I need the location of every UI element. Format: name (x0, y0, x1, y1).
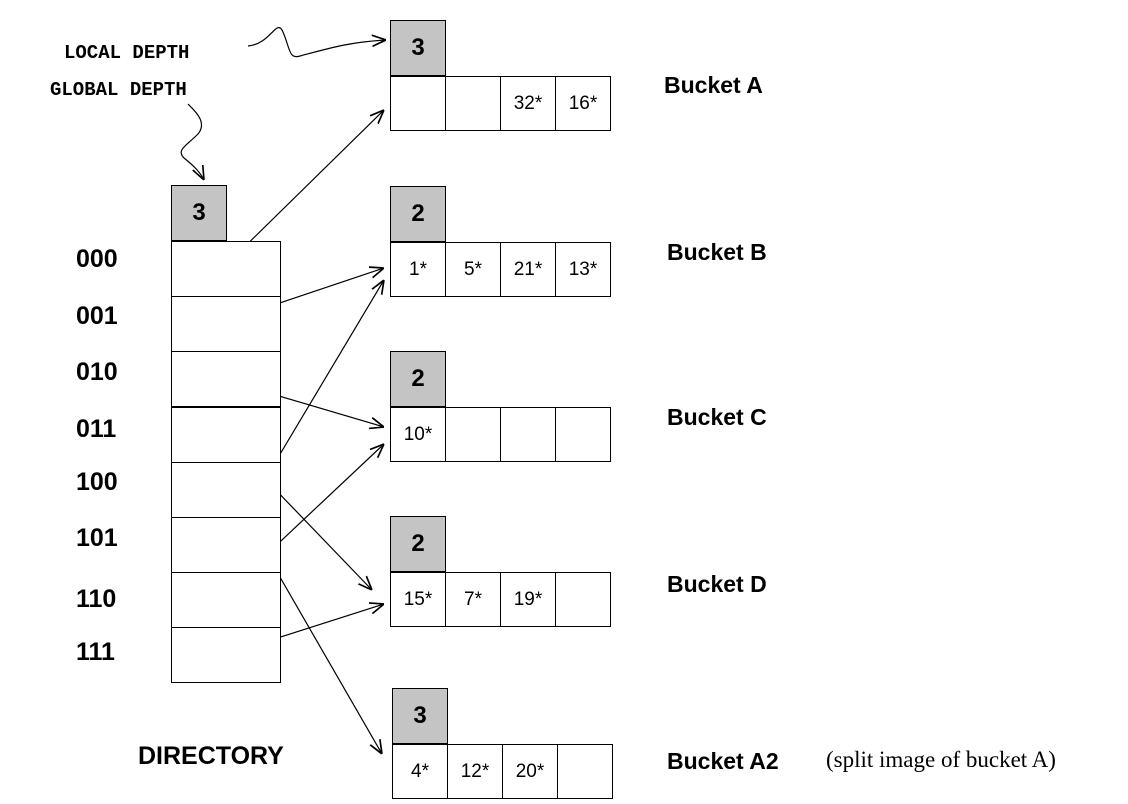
bucket-name: Bucket D (667, 571, 767, 597)
local-depth-value: 3 (392, 688, 448, 744)
directory-key: 011 (76, 415, 117, 443)
bucket-slot: 32* (500, 76, 556, 131)
directory-key: 001 (76, 302, 118, 330)
local-depth-value: 2 (390, 351, 446, 407)
bucket-slot: 19* (500, 572, 556, 627)
local-depth-value: 2 (390, 186, 446, 242)
directory-slot (171, 241, 281, 297)
bucket-slot: 12* (447, 744, 503, 799)
directory-label: DIRECTORY (138, 742, 284, 770)
pointer-arrow-000 (225, 110, 384, 266)
bucket-slot (555, 572, 611, 627)
directory-slot (171, 296, 281, 352)
bucket-name: Bucket A2 (667, 748, 779, 774)
local-depth-label: LOCAL DEPTH (64, 42, 190, 64)
directory-slot (171, 462, 281, 518)
directory-slot (171, 572, 281, 628)
directory-key: 100 (76, 468, 118, 496)
directory-key: 101 (76, 524, 118, 552)
local-depth-value: 2 (390, 516, 446, 572)
global-depth-label: GLOBAL DEPTH (50, 79, 187, 101)
bucket-slot: 21* (500, 242, 556, 297)
bucket-slot: 20* (502, 744, 558, 799)
global-depth-callout-arrow (180, 103, 204, 180)
directory-slot (171, 517, 281, 573)
bucket-name: Bucket C (667, 404, 767, 430)
directory-slot (171, 627, 281, 683)
bucket-slot (557, 744, 613, 799)
local-depth-callout-arrow (247, 27, 386, 58)
directory-slot (171, 407, 281, 463)
bucket-slot: 4* (392, 744, 448, 799)
directory-key: 110 (76, 585, 117, 613)
bucket-slot (500, 407, 556, 462)
bucket-note: (split image of bucket A) (826, 747, 1056, 772)
directory-key: 111 (76, 638, 115, 666)
local-depth-value: 3 (390, 20, 446, 76)
directory-key: 000 (76, 245, 118, 273)
bucket-slot: 10* (390, 407, 446, 462)
bucket-slot: 1* (390, 242, 446, 297)
bucket-slot: 5* (445, 242, 501, 297)
global-depth-value: 3 (171, 185, 227, 241)
bucket-name: Bucket A (664, 72, 763, 98)
bucket-name: Bucket B (667, 239, 767, 265)
directory-slot (171, 351, 281, 407)
bucket-slot: 7* (445, 572, 501, 627)
bucket-slot: 16* (555, 76, 611, 131)
bucket-slot (390, 76, 446, 131)
bucket-slot (445, 76, 501, 131)
bucket-slot (445, 407, 501, 462)
directory-key: 010 (76, 358, 118, 386)
bucket-slot: 15* (390, 572, 446, 627)
bucket-slot (555, 407, 611, 462)
bucket-slot: 13* (555, 242, 611, 297)
